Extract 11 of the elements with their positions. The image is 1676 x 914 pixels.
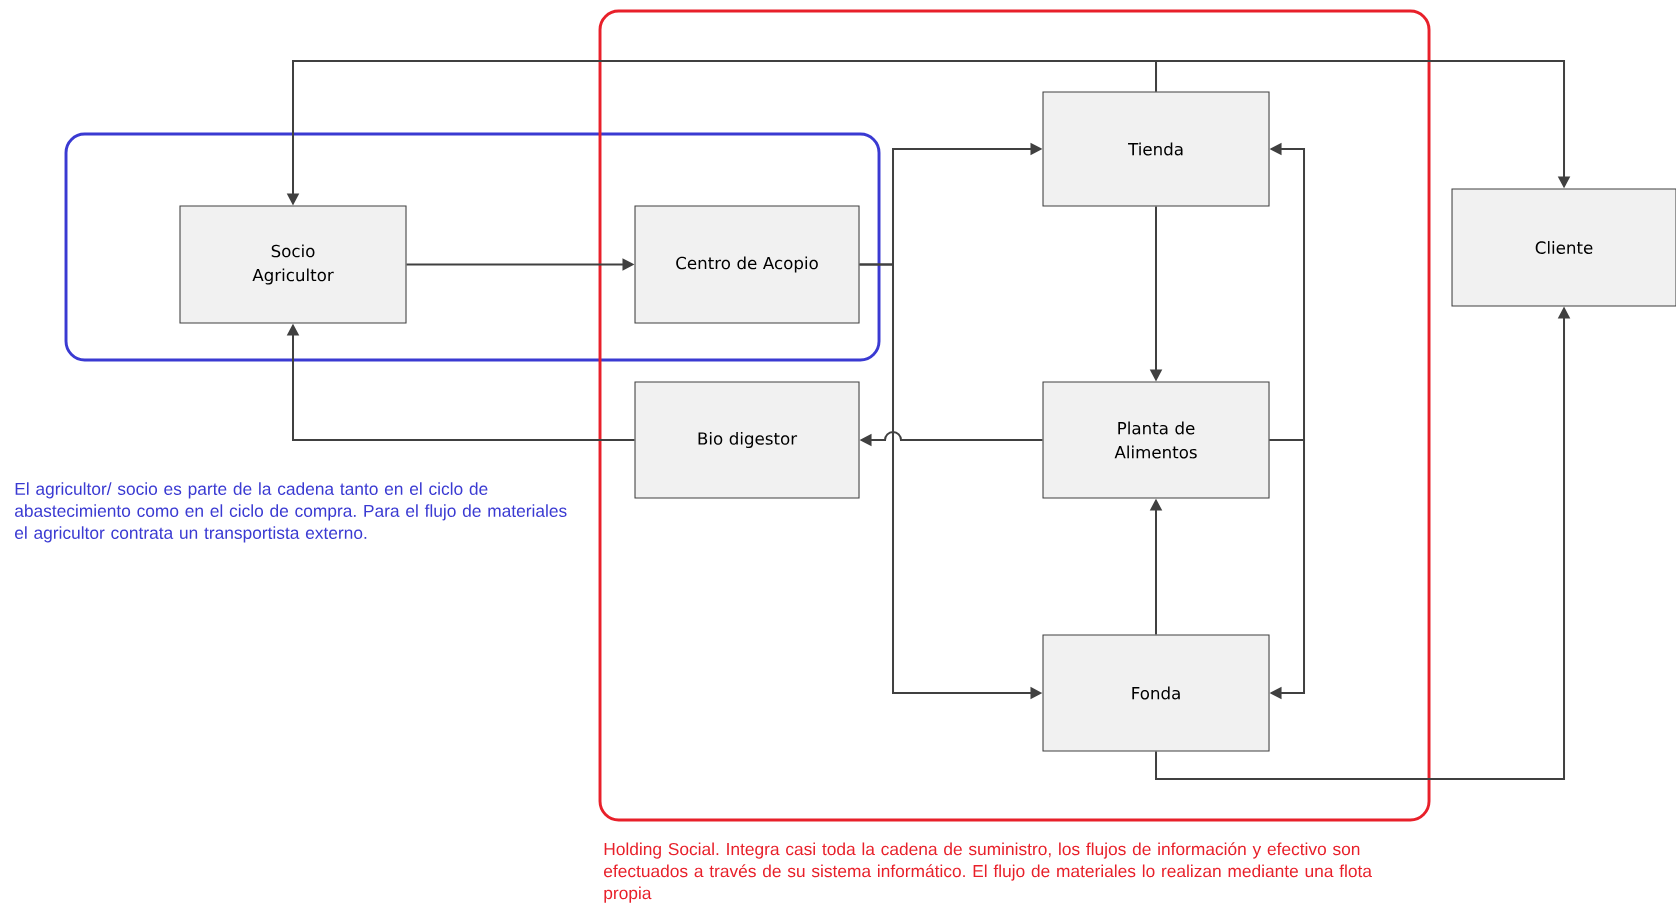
note-text: El agricultor/ socio es parte de la cadena tanto en el ciclo de abastecimiento como en el ciclo de compra. Para el flujo de materiales el agricultor contrata un transportista externo. — [15, 482, 567, 543]
process-box: Tienda — [1042, 91, 1270, 207]
process-box: Fonda — [1042, 634, 1270, 752]
process-box: Centro de Acopio — [634, 205, 860, 324]
arrow — [1268, 439, 1305, 700]
note-text: Holding Social. Integra casi toda la cadena de suministro, los flujos de información y efectivo son efectuados a través de su sistema informático. El flujo de materiales lo realizan mediante una flota propia — [604, 842, 1372, 903]
process-box: Cliente — [1451, 188, 1676, 307]
group-frame — [64, 132, 881, 362]
process-box: Socio Agricultor — [179, 205, 407, 324]
process-box: Bio digestor — [634, 381, 860, 499]
process-box: Planta de Alimentos — [1042, 381, 1270, 499]
